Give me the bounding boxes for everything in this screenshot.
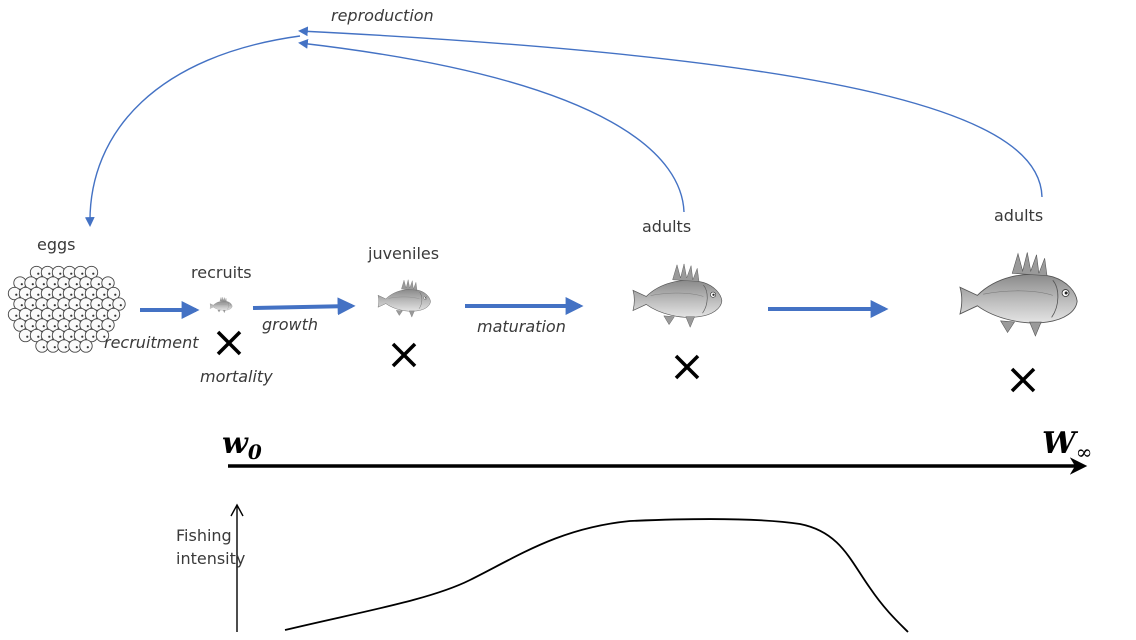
- cross-icon: [674, 354, 700, 380]
- reproduction-label: reproduction: [331, 6, 434, 25]
- adults-small-label: adults: [642, 217, 691, 236]
- fishing-arrowhead: [230, 503, 244, 517]
- cross-icon: [216, 330, 242, 356]
- fishing-label-line2: intensity: [176, 549, 245, 568]
- egg-cluster-icon: [7, 265, 126, 353]
- maturation-label: maturation: [477, 317, 566, 336]
- fish-icon: [209, 296, 233, 313]
- growth-label: growth: [262, 315, 318, 334]
- recruitment-label: recruitment: [104, 333, 199, 352]
- reproduction-arrow-to-eggs: [84, 35, 301, 227]
- cross-icon: [1010, 367, 1036, 393]
- adults-large-label: adults: [994, 206, 1043, 225]
- axis-end-label: W∞: [1042, 426, 1092, 464]
- juveniles-label: juveniles: [367, 244, 439, 263]
- growth-arrow: [252, 297, 356, 316]
- fish-icon: [632, 263, 723, 328]
- fish-icon: [377, 279, 431, 318]
- fishing-label-line1: Fishing: [176, 526, 232, 545]
- axis-start-label: w0: [222, 426, 262, 464]
- cross-icon: [391, 342, 417, 368]
- recruits-label: recruits: [191, 263, 252, 282]
- fishing-intensity-curve: [284, 518, 909, 633]
- fish-icon: [959, 252, 1078, 337]
- reproduction-arrow-from-small-adults: [298, 39, 685, 213]
- mortality-label: mortality: [200, 367, 273, 386]
- eggs-label: eggs: [37, 235, 76, 254]
- reproduction-arrow-from-large-adults: [298, 26, 1043, 198]
